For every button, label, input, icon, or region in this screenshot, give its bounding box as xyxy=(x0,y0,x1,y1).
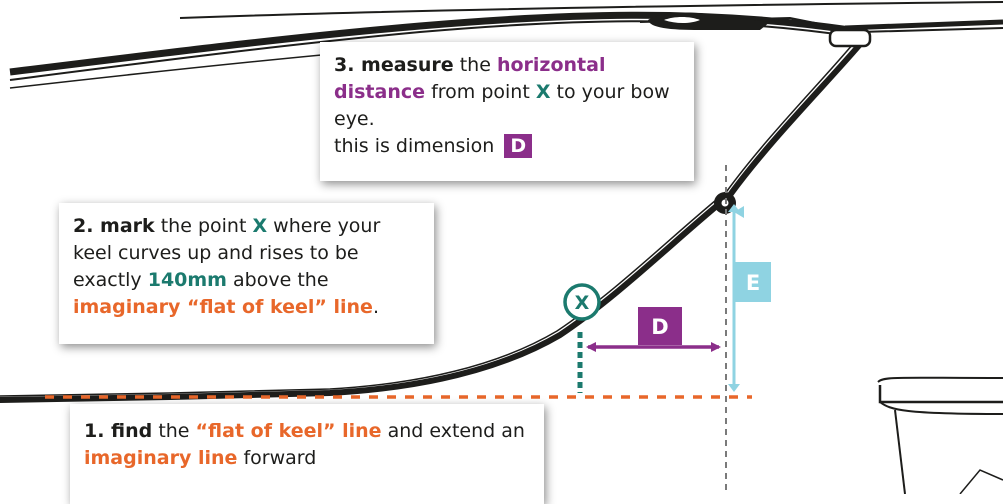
step-3-text-1: the xyxy=(459,54,491,76)
step-3-text-3: to your bow eye. xyxy=(334,81,670,130)
step-3-highlight: horizontal distance xyxy=(334,54,606,103)
step-2-text-4: . xyxy=(372,296,379,318)
dimension-d: D xyxy=(586,307,721,352)
dimension-e-label: E xyxy=(746,271,760,295)
step-1-imaginary-line: imaginary line xyxy=(84,447,238,469)
step-2-line-name: imaginary “flat of keel” line xyxy=(73,296,373,318)
step-1-text-2: and extend an xyxy=(387,420,525,442)
dimension-e-badge xyxy=(735,262,771,302)
step-3-text-4: this is dimension xyxy=(334,135,495,157)
dimension-d-label: D xyxy=(651,315,668,339)
step-2-measurement: 140mm xyxy=(147,269,227,291)
step-1-heading: 1. find xyxy=(84,420,153,442)
boat-hull xyxy=(0,37,865,403)
rudder-part xyxy=(877,376,1003,494)
step-3-text-2: from point xyxy=(431,81,530,103)
hull-logo-decal xyxy=(648,12,770,30)
dimension-e: E xyxy=(728,204,771,392)
step-1-text-1: the xyxy=(158,420,190,442)
step-2-point-x: X xyxy=(252,215,268,237)
step-2-heading: 2. mark xyxy=(73,215,155,237)
step-3-card: 3. measure the horizontal distance from … xyxy=(320,42,694,181)
step-3-heading: 3. measure xyxy=(334,54,454,76)
step-2-text-2: where your keel curves up and rises to b… xyxy=(73,215,381,291)
step-2-text-1: the point xyxy=(160,215,247,237)
step-1-line-name: “flat of keel” line xyxy=(195,420,382,442)
step-1-text-3: forward xyxy=(243,447,317,469)
step-2-card: 2. mark the point X where your keel curv… xyxy=(59,203,434,344)
point-x-marker: X xyxy=(563,283,601,321)
step-1-card: 1. find the “flat of keel” line and exte… xyxy=(70,404,544,504)
step-3-point-x: X xyxy=(535,81,551,103)
point-x-label: X xyxy=(575,292,590,314)
dimension-d-badge xyxy=(638,307,682,345)
step-3-d-badge: D xyxy=(504,134,533,158)
step-2-text-3: above the xyxy=(233,269,329,291)
